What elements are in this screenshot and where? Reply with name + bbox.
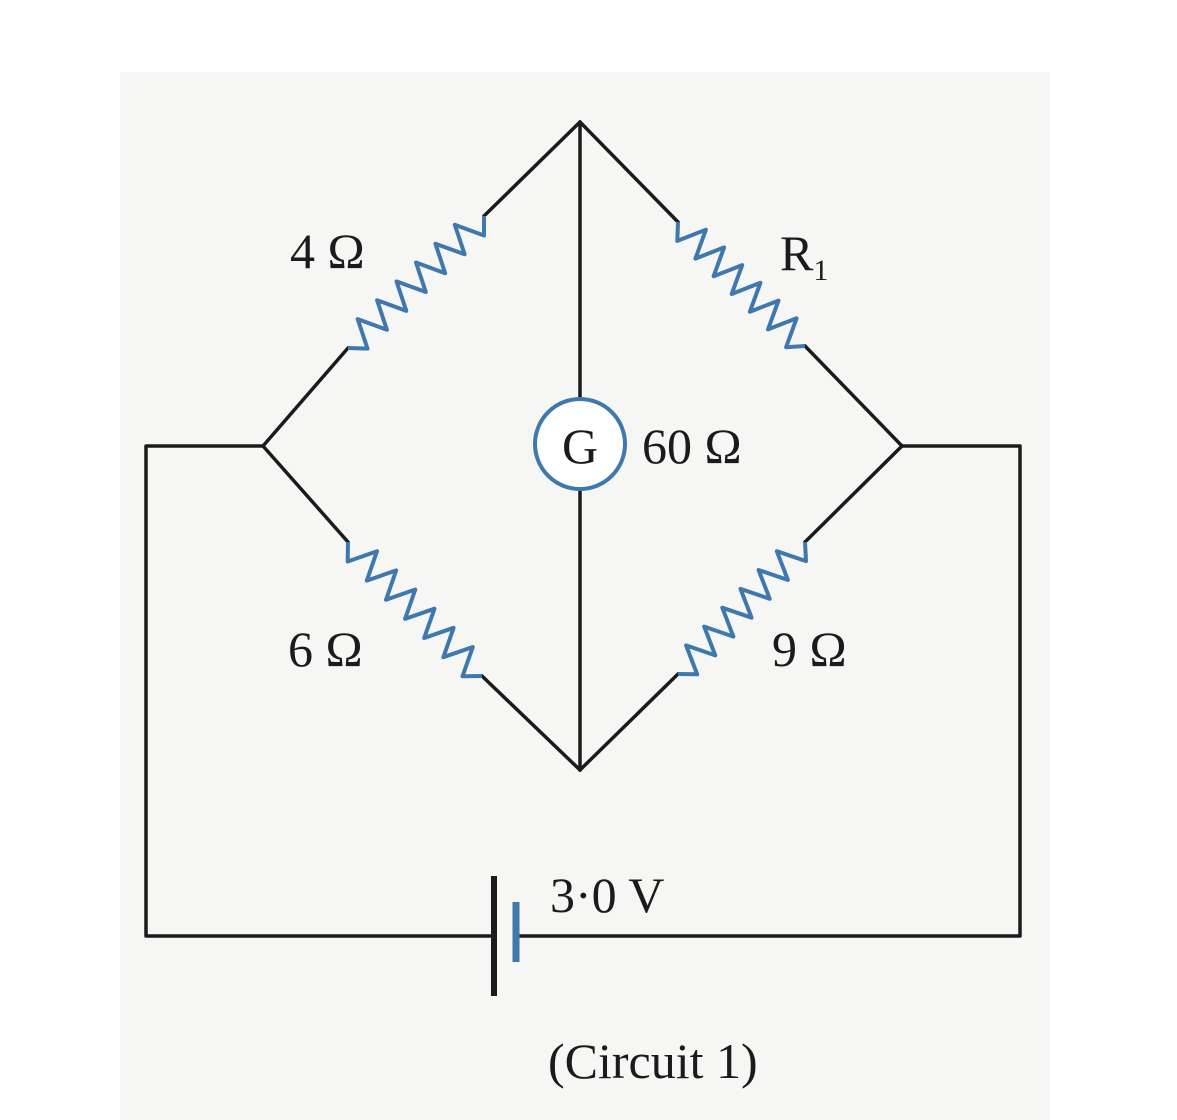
label-r1-symbol: R xyxy=(780,225,814,281)
wire-left-node-to-4ohm xyxy=(261,346,350,448)
wire-6ohm-to-bottom-node xyxy=(480,674,582,772)
label-4-ohm: 4 Ω xyxy=(290,223,365,279)
battery-voltage-label: 3·0 V xyxy=(550,867,664,923)
resistor-4-ohm xyxy=(347,216,486,351)
circuit-caption: (Circuit 1) xyxy=(548,1033,758,1089)
galvanometer-resistance-label: 60 Ω xyxy=(642,418,742,474)
label-r1: R1 xyxy=(780,225,828,287)
galvanometer-symbol xyxy=(533,397,627,491)
resistor-r1 xyxy=(675,221,806,350)
resistor-6-ohm xyxy=(345,541,483,679)
wire-4ohm-to-top-node xyxy=(482,120,582,218)
resistor-9-ohm xyxy=(677,541,808,677)
wire-top-node-to-r1 xyxy=(578,120,680,224)
label-9-ohm: 9 Ω xyxy=(772,621,847,677)
label-6-ohm: 6 Ω xyxy=(288,621,363,677)
wire-bottom-node-to-9ohm xyxy=(578,672,680,772)
galvanometer-letter: G xyxy=(562,418,598,474)
wire-left-node-to-6ohm xyxy=(261,444,350,544)
label-r1-subscript: 1 xyxy=(813,254,828,287)
left-outer-wire xyxy=(144,444,492,938)
paper-background xyxy=(120,72,1050,1120)
right-outer-wire xyxy=(515,444,1022,938)
wire-r1-to-right-node xyxy=(803,344,904,448)
wire-9ohm-to-right-node xyxy=(803,444,904,544)
